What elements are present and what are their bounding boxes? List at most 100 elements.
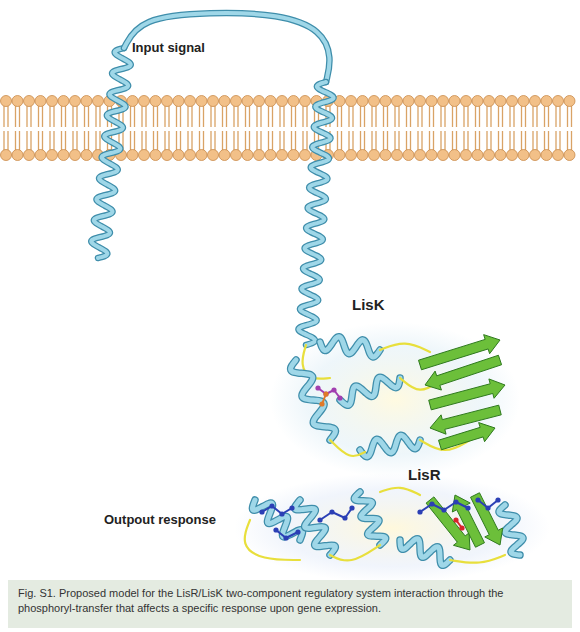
lipid-tail (233, 106, 234, 127)
lipid-tail (49, 131, 50, 151)
lipid-head (461, 150, 472, 161)
coil-loop (380, 488, 420, 495)
lipid-tail (421, 131, 422, 151)
lipid-head (300, 96, 311, 107)
lipid-head (219, 150, 230, 161)
lipid-tail (15, 106, 16, 127)
atom-ball (349, 505, 354, 510)
lipid-head (127, 96, 138, 107)
lipid-tail (283, 131, 284, 151)
atom-ball (459, 525, 464, 530)
lipid-tail (555, 131, 556, 151)
coil-loop (450, 555, 505, 563)
lipid-tail (555, 106, 556, 127)
lipid-tail (394, 131, 395, 151)
lipid-tail (72, 106, 73, 127)
lipid-tail (210, 106, 211, 127)
lipid-tail (456, 131, 457, 151)
lipid-head (58, 150, 69, 161)
lipid-tail (76, 131, 77, 151)
protein-label: LisK (352, 296, 385, 313)
lipid-tail (187, 131, 188, 151)
lipid-tail (65, 106, 66, 127)
lipid-tail (191, 131, 192, 151)
lipid-tail (467, 106, 468, 127)
lipid-tail (222, 106, 223, 127)
lisk-transmembrane (91, 13, 333, 345)
alpha-helix (340, 377, 400, 405)
lipid-tail (417, 106, 418, 127)
beta-strand (471, 493, 503, 545)
lipid-tail (509, 106, 510, 127)
lipid-tail (180, 106, 181, 127)
lipid-head (35, 96, 46, 107)
caption-box: Fig. S1. Proposed model for the LisR/Lis… (8, 580, 572, 628)
helix-outline (298, 82, 333, 345)
lipid-head (231, 96, 242, 107)
atom-ball (317, 517, 322, 522)
lipid-head (254, 96, 265, 107)
lipid-tail (548, 106, 549, 127)
lipid-tail (490, 106, 491, 127)
lipid-tail (375, 131, 376, 151)
lipid-tail (191, 106, 192, 127)
lipid-tail (364, 131, 365, 151)
lipid-head (357, 150, 368, 161)
lipid-head (484, 96, 495, 107)
lipid-tail (536, 131, 537, 151)
lipid-tail (306, 106, 307, 127)
lipid-tail (164, 106, 165, 127)
lipid-tail (360, 106, 361, 127)
lipid-tail (502, 131, 503, 151)
lipid-head (242, 96, 253, 107)
lipid-head (185, 150, 196, 161)
lipid-tail (88, 106, 89, 127)
lipid-tail (337, 106, 338, 127)
lipid-tail (88, 131, 89, 151)
lipid-head (1, 150, 12, 161)
lipid-head (415, 150, 426, 161)
lipid-head (150, 150, 161, 161)
lipid-tail (383, 106, 384, 127)
lipid-tail (398, 131, 399, 151)
lipid-tail (256, 106, 257, 127)
alpha-helix (360, 435, 420, 456)
atom-ball (259, 509, 264, 514)
lipid-head (265, 96, 276, 107)
atom-ball (295, 529, 300, 534)
lipid-tail (509, 131, 510, 151)
lipid-head (541, 96, 552, 107)
lipid-tail (19, 131, 20, 151)
lipid-tail (433, 106, 434, 127)
lipid-head (127, 150, 138, 161)
helix-outline (291, 360, 336, 440)
lipid-tail (176, 131, 177, 151)
lipid-head (265, 150, 276, 161)
lipid-head (173, 150, 184, 161)
atom-ball (453, 517, 458, 522)
alpha-helix (91, 48, 131, 258)
atom-ball (475, 497, 480, 502)
lipid-head (254, 150, 265, 161)
atom-ball (441, 507, 446, 512)
lipid-tail (348, 106, 349, 127)
lipid-head (507, 96, 518, 107)
lipid-head (553, 96, 564, 107)
lipid-tail (226, 106, 227, 127)
lipid-head (518, 150, 529, 161)
lipid-tail (95, 106, 96, 127)
lipid-tail (463, 106, 464, 127)
lipid-tail (187, 106, 188, 127)
lipid-head (530, 96, 541, 107)
lipid-tail (360, 131, 361, 151)
lipid-tail (475, 131, 476, 151)
lipid-head (288, 150, 299, 161)
surface-glow (270, 322, 520, 478)
lipid-tail (490, 131, 491, 151)
lipid-tail (571, 131, 572, 151)
lipid-tail (38, 131, 39, 151)
lipid-head (81, 150, 92, 161)
lipid-tail (199, 106, 200, 127)
lipid-head (139, 96, 150, 107)
